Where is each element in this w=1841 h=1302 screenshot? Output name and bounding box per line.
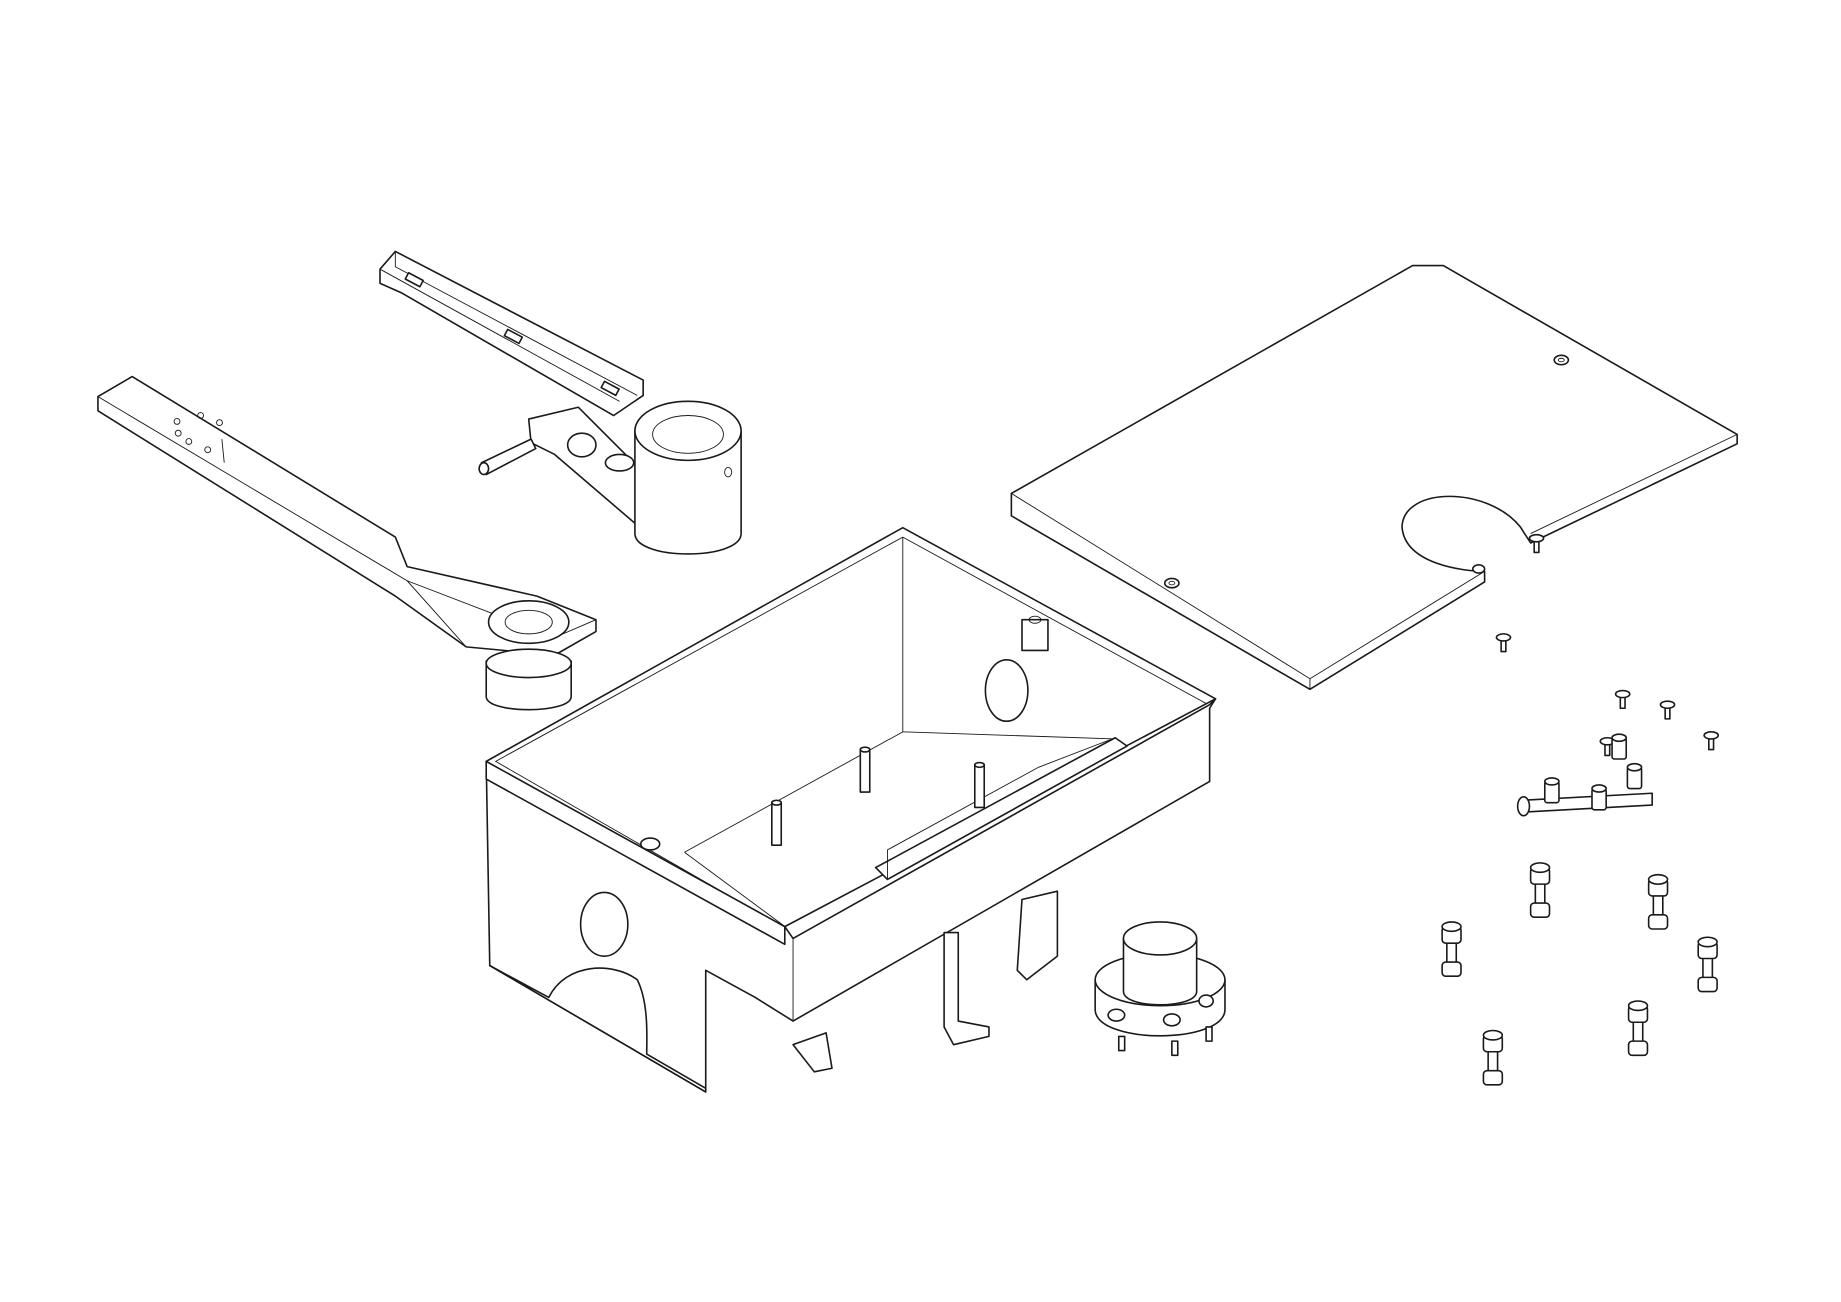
hub-bolt [1108, 995, 1213, 1026]
hex-bolt [1649, 875, 1668, 929]
arm-slot [405, 273, 619, 396]
hub-pin [1119, 1027, 1212, 1055]
hex-bolt [1698, 937, 1717, 991]
hex-bolt [1442, 922, 1461, 976]
small-screw [1660, 701, 1674, 719]
cover-screw-hole [1554, 355, 1568, 364]
box-cable-hole [985, 660, 1027, 721]
clamp-pin [479, 439, 536, 474]
drive-arm-upper [380, 251, 741, 553]
box-stud [975, 763, 984, 808]
foundation-box [486, 528, 1215, 1092]
box-cable-hole [581, 892, 628, 956]
box-stud [860, 747, 869, 792]
anchor-leg [1017, 891, 1057, 980]
small-screw [1496, 634, 1510, 652]
anchor-leg [793, 1033, 832, 1072]
box-bracket [641, 838, 660, 850]
hub-fitting [1095, 922, 1225, 1055]
small-screw [1529, 535, 1543, 553]
hex-bolt [1483, 1031, 1502, 1085]
arm-hole [174, 413, 222, 453]
hardware-set [1442, 535, 1718, 1085]
cover-screw-hole [1165, 578, 1179, 587]
hex-bolt [1531, 863, 1550, 917]
small-screw [1704, 732, 1718, 750]
long-bolt-assembly [1518, 734, 1653, 815]
small-screw [1616, 691, 1630, 709]
anchor-leg [944, 933, 989, 1045]
box-bracket [1022, 616, 1048, 650]
cover-screw-hole [1473, 565, 1485, 573]
drive-arm-lower [98, 377, 596, 710]
cover-plate [1011, 266, 1737, 690]
hex-bolt [1629, 1001, 1648, 1055]
box-stud [772, 800, 781, 845]
